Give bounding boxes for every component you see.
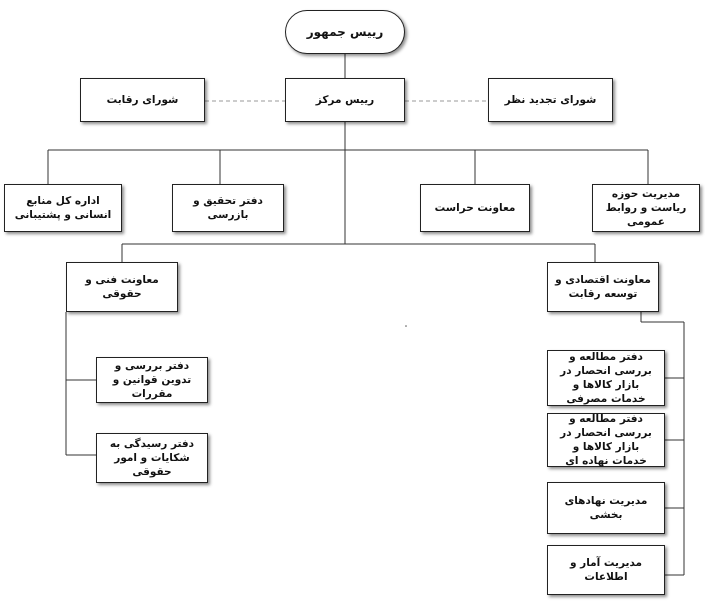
statistics-info-box: مدیریت آمار و اطلاعات [547,545,665,595]
regulations-office-box: دفتر بررسی و تدوین قوانین و مقررات [96,357,208,403]
consumer-monopoly-office-label: دفتر مطالعه و بررسی انحصار در بازار کالا… [560,350,652,406]
center-head-label: رییس مرکز [315,93,375,106]
complaints-office-label: دفتر رسیدگی به شکایات و امور حقوقی [109,437,195,479]
competition-council-label: شورای رقابت [106,93,179,106]
sector-institutions-label: مدیریت نهادهای بخشی [564,494,648,521]
intermediate-monopoly-office-box: دفتر مطالعه و بررسی انحصار در بازار کالا… [547,413,665,467]
economic-deputy-box: معاونت اقتصادی و توسعه رقابت [547,262,659,312]
regulations-office-label: دفتر بررسی و تدوین قوانین و مقررات [112,359,192,401]
security-deputy-label: معاونت حراست [434,201,516,214]
sector-institutions-box: مدیریت نهادهای بخشی [547,482,665,534]
consumer-monopoly-office-box: دفتر مطالعه و بررسی انحصار در بازار کالا… [547,350,665,406]
economic-deputy-label: معاونت اقتصادی و توسعه رقابت [555,273,651,300]
center-head-box: رییس مرکز [285,78,405,122]
appeals-council-label: شورای تجدید نظر [504,93,597,106]
technical-legal-deputy-label: معاونت فنی و حقوقی [85,273,159,300]
hr-support-box: اداره کل منابع انسانی و پشتیبانی [4,184,122,232]
intermediate-monopoly-office-label: دفتر مطالعه و بررسی انحصار در بازار کالا… [560,412,652,468]
research-inspection-box: دفتر تحقیق و بازرسی [172,184,284,232]
president-box: رییس جمهور [285,10,405,54]
competition-council-box: شورای رقابت [80,78,205,122]
complaints-office-box: دفتر رسیدگی به شکایات و امور حقوقی [96,433,208,483]
presidency-pr-box: مدیریت حوزه ریاست و روابط عمومی [592,184,700,232]
presidency-pr-label: مدیریت حوزه ریاست و روابط عمومی [605,187,687,229]
stray-dot [405,325,407,327]
president-label: رییس جمهور [306,24,384,39]
statistics-info-label: مدیریت آمار و اطلاعات [569,556,643,583]
appeals-council-box: شورای تجدید نظر [488,78,613,122]
security-deputy-box: معاونت حراست [420,184,530,232]
technical-legal-deputy-box: معاونت فنی و حقوقی [66,262,178,312]
research-inspection-label: دفتر تحقیق و بازرسی [193,194,263,221]
hr-support-label: اداره کل منابع انسانی و پشتیبانی [14,194,112,221]
